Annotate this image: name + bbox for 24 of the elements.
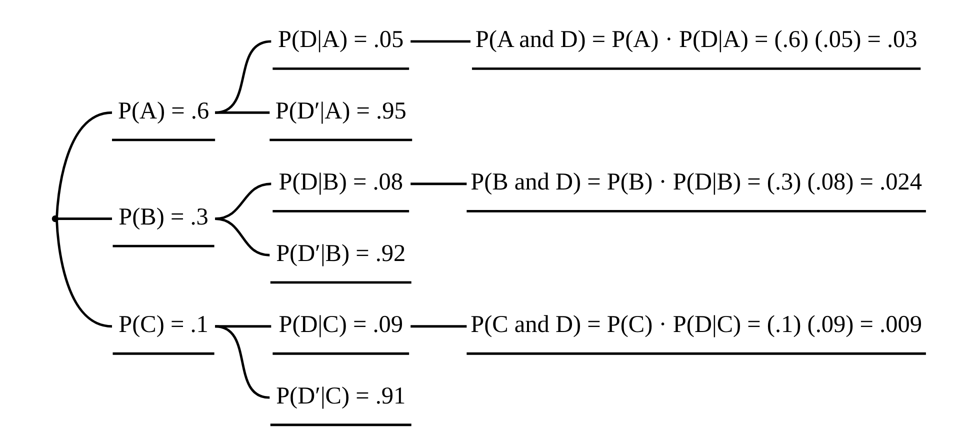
connector xyxy=(214,218,270,256)
connector xyxy=(410,40,470,43)
node-text: P(B and D) = P(B) · P(D|B) = (.3) (.08) = .024 xyxy=(470,168,922,196)
connector xyxy=(410,325,466,328)
connector xyxy=(57,218,112,220)
node-point xyxy=(51,215,58,222)
connector xyxy=(55,220,112,328)
connector xyxy=(214,40,271,114)
node-text: P(C) = .1 xyxy=(118,311,208,338)
connector xyxy=(214,111,270,114)
node-text: P(D|A) = .05 xyxy=(278,26,404,54)
connector xyxy=(214,325,271,328)
node-text: P(A and D) = P(A) · P(D|A) = (.6) (.05) = .03 xyxy=(474,26,917,54)
connector xyxy=(410,182,466,186)
connector xyxy=(55,111,112,217)
node-text: P(A) = .6 xyxy=(117,97,209,124)
node-text: P(B) = .3 xyxy=(118,204,208,230)
node-text: P(C and D) = P(C) · P(D|C) = (.1) (.09) = .009 xyxy=(470,311,922,338)
node-text: P(D|C) = .09 xyxy=(278,311,403,338)
node-text: P(D′|B) = .92 xyxy=(276,240,406,267)
node-text: P(D′|A) = .95 xyxy=(274,97,406,124)
connector xyxy=(214,325,270,399)
node-text: P(D′|C) = .91 xyxy=(276,382,406,410)
node-text: P(D|B) = .08 xyxy=(278,168,403,196)
